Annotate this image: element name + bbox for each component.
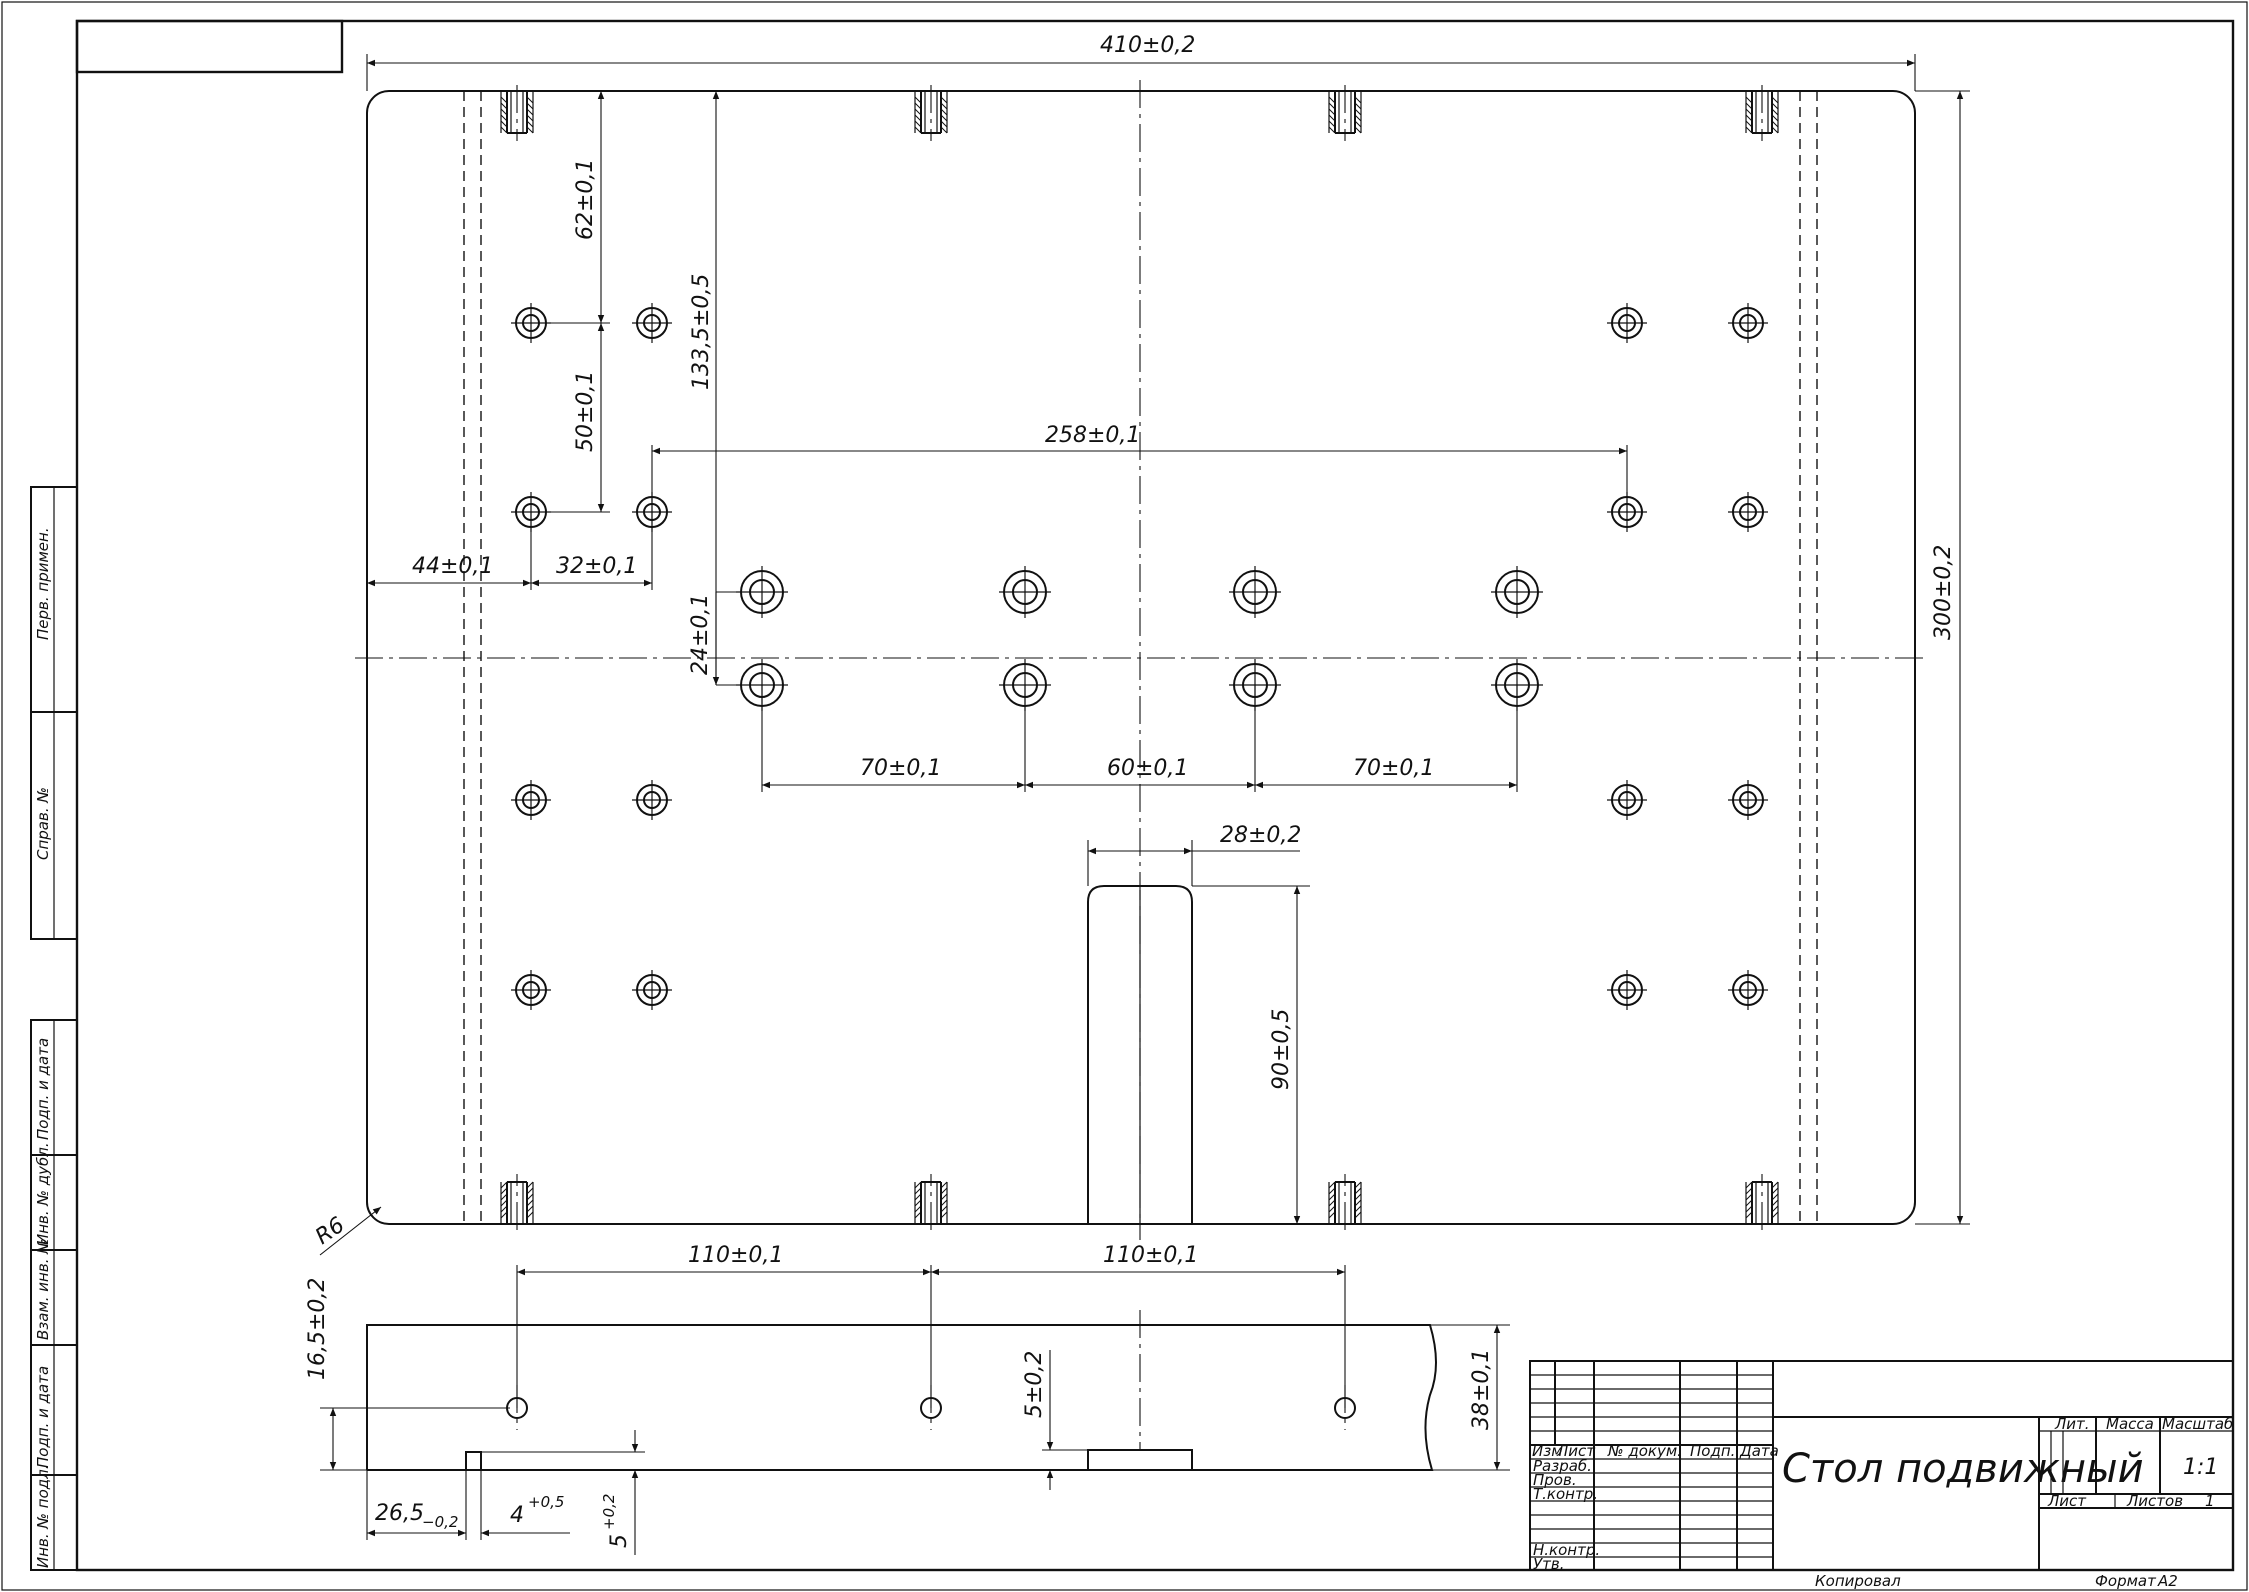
large-hole bbox=[1491, 566, 1543, 618]
tb-scale-label: Масштаб bbox=[2162, 1415, 2233, 1433]
tb-sheets-value: 1 bbox=[2205, 1492, 2215, 1510]
side-label-podp-data-2: Подп. и дата bbox=[34, 1366, 52, 1468]
side-label-inv-podl: Инв. № подл. bbox=[34, 1465, 52, 1568]
side-view bbox=[366, 1310, 1437, 1471]
dim-5-bottom-tol: +0,2 bbox=[600, 1494, 618, 1530]
tb-row-razrab: Разраб. bbox=[1533, 1457, 1592, 1475]
dim-60: 60±0,1 bbox=[1107, 756, 1188, 781]
dim-28: 28±0,2 bbox=[1220, 823, 1301, 848]
threaded-hole bbox=[500, 1174, 534, 1230]
dim-70-right: 70±0,1 bbox=[1353, 756, 1434, 781]
small-hole bbox=[1728, 492, 1768, 532]
threaded-hole bbox=[500, 85, 534, 141]
dim-32: 32±0,1 bbox=[556, 554, 637, 579]
dim-44: 44±0,1 bbox=[412, 554, 493, 579]
dim-133-5: 133,5±0,5 bbox=[689, 274, 714, 390]
small-hole bbox=[1728, 303, 1768, 343]
threaded-holes bbox=[500, 85, 1779, 1230]
side-label-inv-dubl: Инв. № дубл. bbox=[34, 1142, 52, 1245]
dim-26-5-tol: −0,2 bbox=[422, 1513, 458, 1531]
side-label-perv-primen: Перв. примен. bbox=[34, 527, 52, 640]
plan-view bbox=[355, 80, 1925, 1240]
tb-lit-label: Лит. bbox=[2054, 1415, 2090, 1433]
top-left-stamp-box bbox=[75, 19, 344, 74]
tb-row-utv: Утв. bbox=[1533, 1555, 1565, 1573]
large-hole bbox=[1229, 566, 1281, 618]
side-label-podp-data-1: Подп. и дата bbox=[34, 1038, 52, 1140]
small-hole bbox=[1728, 970, 1768, 1010]
side-stamps: Перв. примен. Справ. № Подп. и дата Инв.… bbox=[30, 486, 78, 1571]
side-dimensions: 110±0,1 110±0,1 16,5±0,2 5±0,2 38±0,1 26… bbox=[305, 1243, 1510, 1555]
dim-5: 5±0,2 bbox=[1022, 1351, 1047, 1418]
dim-radius: R6 bbox=[311, 1213, 349, 1250]
dim-50: 50±0,1 bbox=[573, 371, 598, 452]
threaded-hole bbox=[914, 1174, 948, 1230]
large-hole bbox=[999, 566, 1051, 618]
small-hole bbox=[511, 780, 551, 820]
small-hole bbox=[632, 970, 672, 1010]
tb-row-tkontr: Т.контр. bbox=[1533, 1485, 1598, 1503]
small-hole bbox=[632, 780, 672, 820]
tb-row-prov: Пров. bbox=[1533, 1471, 1577, 1489]
small-hole bbox=[632, 303, 672, 343]
tb-format-value: А2 bbox=[2157, 1572, 2178, 1590]
dim-110-right: 110±0,1 bbox=[1103, 1243, 1198, 1268]
tb-row-nkontr: Н.контр. bbox=[1533, 1541, 1600, 1559]
tb-format-label: Формат bbox=[2095, 1572, 2157, 1590]
slot bbox=[1087, 885, 1193, 1224]
small-hole bbox=[511, 970, 551, 1010]
dim-overall-width: 410±0,2 bbox=[1100, 33, 1195, 58]
part-name: Стол подвижный bbox=[1782, 1446, 2144, 1492]
dim-26-5: 26,5 bbox=[375, 1501, 424, 1526]
dim-258: 258±0,1 bbox=[1045, 423, 1140, 448]
dim-70-left: 70±0,1 bbox=[860, 756, 941, 781]
tb-col-izm: Изм bbox=[1532, 1442, 1563, 1460]
side-label-sprav-no: Справ. № bbox=[34, 787, 52, 860]
drawing-frame bbox=[75, 19, 2235, 1572]
threaded-hole bbox=[1328, 1174, 1362, 1230]
dim-24: 24±0,1 bbox=[688, 594, 713, 675]
tb-sheets-label: Листов bbox=[2126, 1492, 2183, 1510]
dim-4: 4 bbox=[510, 1503, 524, 1528]
tb-scale-value: 1:1 bbox=[2183, 1455, 2218, 1480]
dim-5-bottom: 5 bbox=[607, 1534, 632, 1548]
threaded-hole bbox=[1745, 1174, 1779, 1230]
dim-38: 38±0,1 bbox=[1469, 1349, 1494, 1430]
dim-overall-height: 300±0,2 bbox=[1931, 545, 1956, 640]
tb-col-data: Дата bbox=[1739, 1442, 1779, 1460]
dim-90: 90±0,5 bbox=[1269, 1009, 1294, 1090]
plan-dimensions: 410±0,2 300±0,2 62±0,1 50±0,1 133,5±0,5 … bbox=[311, 33, 1970, 1256]
small-hole bbox=[1607, 780, 1647, 820]
threaded-hole bbox=[1328, 85, 1362, 141]
tb-sheet-label: Лист bbox=[2047, 1492, 2087, 1510]
small-hole bbox=[1728, 780, 1768, 820]
tb-mass-label: Масса bbox=[2106, 1415, 2154, 1433]
small-hole bbox=[1607, 303, 1647, 343]
tb-col-podp: Подп. bbox=[1690, 1442, 1735, 1460]
dim-110-left: 110±0,1 bbox=[688, 1243, 783, 1268]
dim-4-tol: +0,5 bbox=[528, 1493, 564, 1511]
side-label-vzam-inv: Взам. инв. № bbox=[34, 1238, 52, 1340]
dim-16-5: 16,5±0,2 bbox=[305, 1278, 330, 1380]
tb-copied-label: Копировал bbox=[1815, 1572, 1901, 1590]
tb-col-list: Лист bbox=[1556, 1442, 1596, 1460]
tb-col-dokum: № докум. bbox=[1607, 1442, 1682, 1460]
dim-62: 62±0,1 bbox=[573, 159, 598, 240]
threaded-hole bbox=[914, 85, 948, 141]
threaded-hole bbox=[1745, 85, 1779, 141]
small-hole bbox=[1607, 970, 1647, 1010]
title-block: Изм Лист № докум. Подп. Дата Разраб. Про… bbox=[1529, 1360, 2234, 1590]
